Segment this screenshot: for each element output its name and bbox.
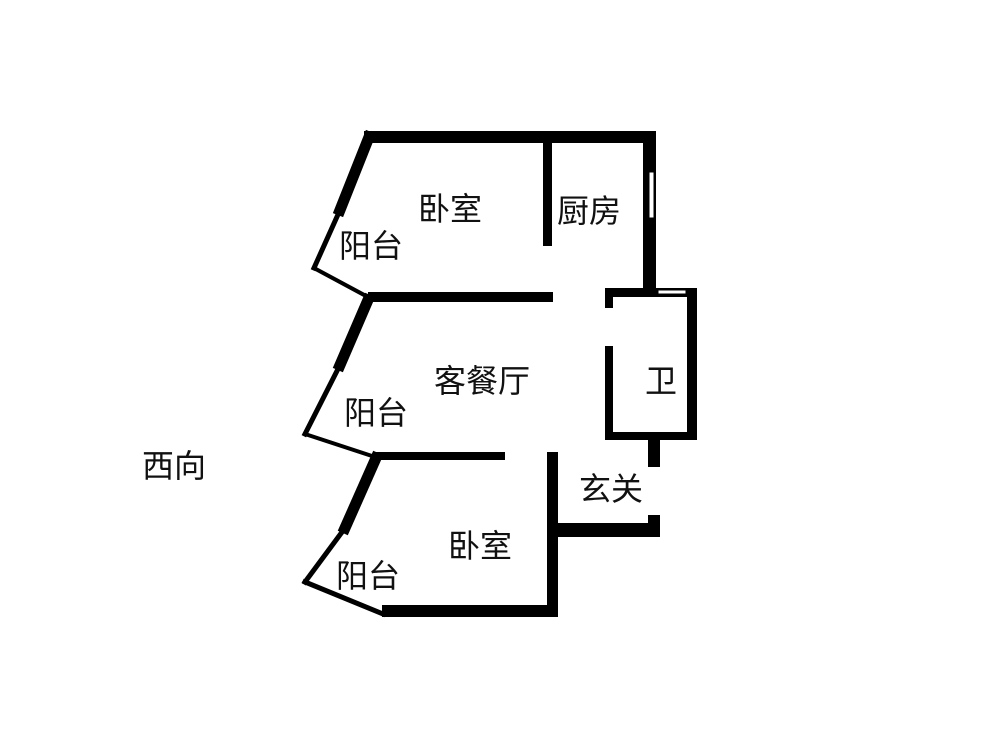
wall-bottom-bedroom-bottom [382, 605, 558, 617]
wall-bathroom-left [605, 346, 613, 440]
label-bedroom-top: 卧室 [418, 190, 482, 228]
wall-entrance-bottom [555, 523, 660, 537]
wall-top [364, 131, 656, 143]
wall-bottom-bedroom-top [373, 452, 505, 460]
label-bedroom-bottom: 卧室 [448, 527, 512, 565]
wall-bathroom-right [687, 288, 697, 440]
wall-balcony-bottom-outer [337, 450, 384, 536]
orientation-label: 西向 [142, 447, 206, 485]
kitchen-window [648, 171, 655, 219]
label-kitchen: 厨房 [557, 192, 621, 230]
wall-bedroom-kitchen [543, 142, 552, 246]
label-balcony-bottom: 阳台 [336, 557, 400, 595]
label-bathroom: 卫 [645, 362, 677, 400]
wall-bedroom-living [368, 292, 553, 302]
wall-balcony-middle-outer [332, 292, 376, 373]
wall-bathroom-top [605, 288, 697, 297]
wall-bathroom-bottom [605, 432, 697, 440]
label-living-dining: 客餐厅 [434, 362, 530, 400]
label-balcony-top: 阳台 [339, 227, 403, 265]
label-balcony-middle: 阳台 [344, 394, 408, 432]
walls [301, 129, 697, 618]
wall-balcony-top-outer [332, 129, 377, 218]
room-labels: 卧室 厨房 阳台 客餐厅 阳台 卫 玄关 卧室 阳台 西向 [142, 190, 677, 595]
wall-bottom-bedroom-right [547, 452, 558, 617]
label-entrance: 玄关 [579, 470, 643, 508]
bathroom-window [657, 289, 687, 295]
